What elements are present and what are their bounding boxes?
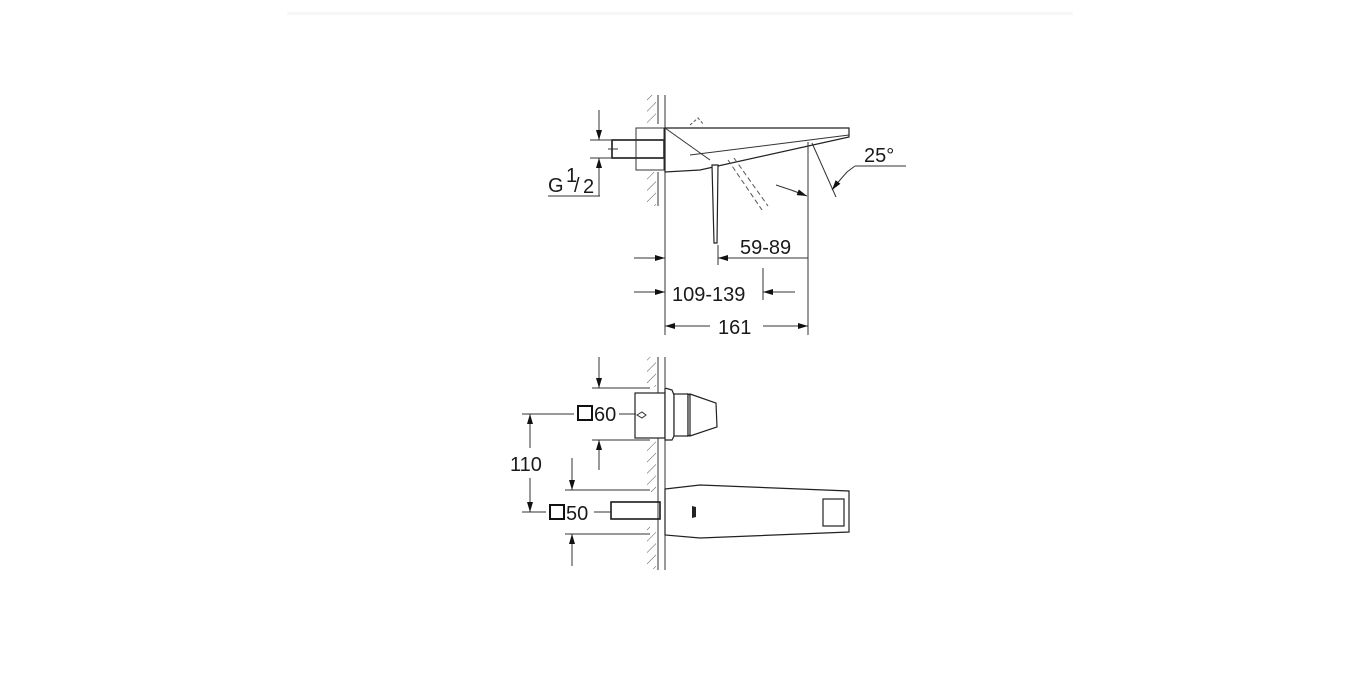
angle-label: 25° bbox=[864, 145, 894, 167]
total-dimension: 161 bbox=[665, 317, 808, 339]
wall-front bbox=[647, 357, 666, 570]
spacing-dimension: 110 bbox=[510, 413, 574, 513]
projection-dimension: 59-89 bbox=[634, 237, 808, 265]
front-view: 60 110 50 bbox=[510, 357, 850, 570]
inlet-pipe bbox=[608, 127, 665, 171]
thread-num: 1 bbox=[566, 165, 577, 187]
outlet-label: 109-139 bbox=[672, 284, 745, 306]
thread-dimension: G 1 / 2 bbox=[548, 110, 612, 198]
projection-label: 59-89 bbox=[740, 237, 791, 259]
square-symbol-icon bbox=[577, 405, 593, 421]
top-divider bbox=[287, 12, 1073, 15]
spout-plate-dimension: 50 bbox=[549, 458, 650, 566]
angle-dimension: 25° bbox=[775, 142, 906, 335]
spacing-label: 110 bbox=[510, 454, 542, 476]
handle-plate-label: 60 bbox=[594, 404, 616, 426]
outlet-dimension: 109-139 bbox=[634, 268, 795, 306]
handle bbox=[634, 387, 718, 441]
handle-plate-dimension: 60 bbox=[577, 357, 650, 470]
spout-plate-label: 50 bbox=[566, 503, 588, 525]
wall-section bbox=[647, 95, 666, 335]
total-label: 161 bbox=[718, 317, 751, 339]
spout-front bbox=[610, 484, 850, 539]
spout bbox=[664, 117, 850, 244]
square-symbol-icon bbox=[549, 504, 565, 520]
thread-slash: / bbox=[574, 175, 580, 197]
thread-label: G bbox=[548, 175, 564, 197]
thread-den: 2 bbox=[583, 176, 594, 198]
side-view: G 1 / 2 25° 59-89 109-139 bbox=[548, 95, 906, 339]
